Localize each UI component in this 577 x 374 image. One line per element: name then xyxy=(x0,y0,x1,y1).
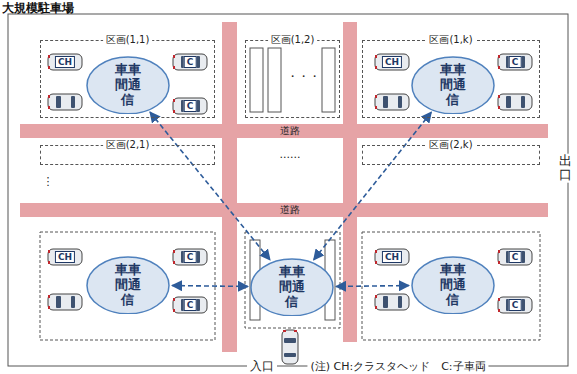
lot-frame xyxy=(8,14,568,366)
car-icon xyxy=(173,297,207,313)
oval-label: 車車間通信 xyxy=(115,263,142,308)
car-icon xyxy=(48,54,82,70)
car-role-tag: C xyxy=(509,251,522,263)
car-icon xyxy=(375,249,409,265)
road-label: 道路 xyxy=(280,203,300,217)
v2v-oval: 車車間通信 xyxy=(411,56,495,115)
ellipsis-mark: ⋮ xyxy=(43,175,54,188)
block-label: 区画(2,k) xyxy=(426,139,475,151)
parking-block: 区画(2,k) xyxy=(362,145,540,165)
car-role-tag: C xyxy=(509,299,522,311)
car-role-tag: CH xyxy=(55,251,75,263)
diagram-title: 大規模駐車場 xyxy=(2,0,74,17)
car-icon xyxy=(498,54,532,70)
car-icon xyxy=(498,94,532,110)
car-icon xyxy=(173,98,207,114)
v2v-oval: 車車間通信 xyxy=(86,256,170,315)
exit-label: 出口 xyxy=(559,154,572,183)
v2v-oval: 車車間通信 xyxy=(411,256,495,315)
car-icon xyxy=(498,249,532,265)
oval-label: 車車間通信 xyxy=(440,63,467,108)
parking-block: 区画(1,k)車車間通信 xyxy=(362,40,540,118)
oval-label: 車車間通信 xyxy=(279,265,306,310)
ellipsis-mark: ・・・ xyxy=(287,69,320,84)
car-icon xyxy=(48,94,82,110)
car-icon xyxy=(375,294,409,310)
cars xyxy=(48,54,532,364)
block-label: 区画(1,1) xyxy=(103,34,153,46)
car-role-tag: C xyxy=(184,251,197,263)
car-icon xyxy=(173,54,207,70)
unlabeled-blocks xyxy=(40,232,540,340)
car-icon xyxy=(173,249,207,265)
block-label: 区画(1,2) xyxy=(268,34,318,46)
entry-label: 入口 xyxy=(247,358,277,374)
v2v-link xyxy=(336,285,409,288)
car-role-tag: CH xyxy=(382,251,402,263)
legend-note: (注) CH:クラスタヘッド C:子車両 xyxy=(307,359,488,374)
car-role-tag: C xyxy=(184,56,197,68)
v2v-link xyxy=(314,112,432,260)
car-icon xyxy=(498,297,532,313)
block-label: 区画(2,1) xyxy=(103,139,153,151)
v2v-link xyxy=(172,285,248,288)
car-role-tag: C xyxy=(509,56,522,68)
ellipsis-mark: ...... xyxy=(280,148,301,161)
car-role-tag: CH xyxy=(382,56,402,68)
car-icon xyxy=(375,94,409,110)
car-icon xyxy=(48,249,82,265)
car-role-tag: C xyxy=(184,100,197,112)
car-icon xyxy=(282,330,298,364)
car-role-tag: C xyxy=(184,299,197,311)
car-icon xyxy=(48,294,82,310)
oval-label: 車車間通信 xyxy=(115,63,142,108)
parking-stalls xyxy=(250,48,335,320)
parking-block: 区画(2,1) xyxy=(40,145,215,165)
block-label: 区画(1,k) xyxy=(426,34,475,46)
oval-label: 車車間通信 xyxy=(440,263,467,308)
v2v-link xyxy=(150,112,270,260)
road-label: 道路 xyxy=(280,124,300,138)
v2v-oval: 車車間通信 xyxy=(86,56,170,115)
car-icon xyxy=(375,54,409,70)
v2v-oval: 車車間通信 xyxy=(250,258,334,317)
roads xyxy=(20,22,548,352)
car-role-tag: CH xyxy=(55,56,75,68)
